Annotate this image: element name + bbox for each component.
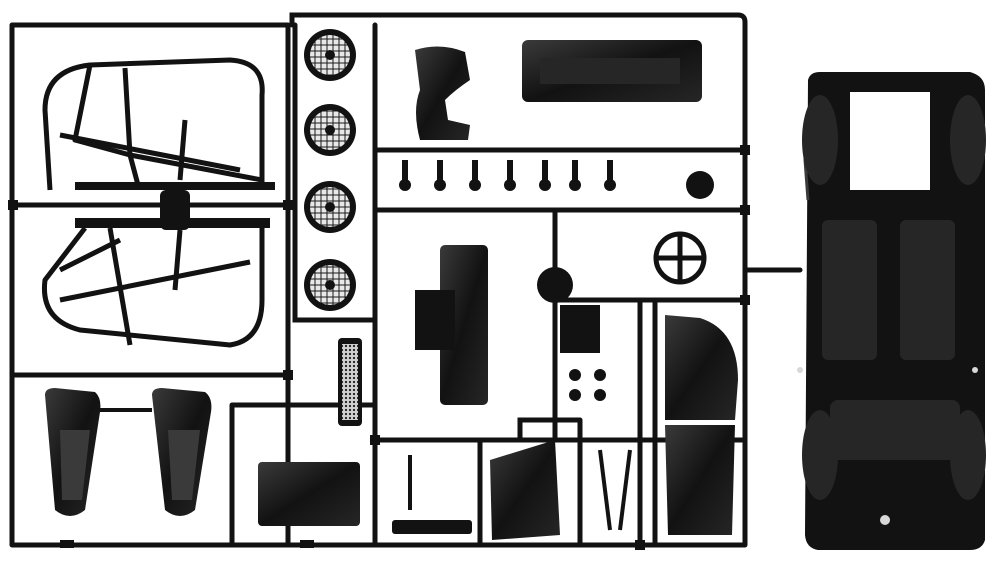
steering-wheel-part	[653, 231, 707, 285]
shifter-parts	[408, 449, 632, 531]
seat-back-part	[560, 305, 600, 353]
wheel-rim-2	[304, 104, 356, 156]
sprue-frame	[9, 12, 803, 548]
roll-cage-hub	[160, 190, 190, 230]
chassis-opening	[850, 92, 930, 190]
chassis-body	[797, 72, 986, 550]
door-panel-upper	[665, 315, 738, 420]
small-parts-row	[399, 160, 714, 199]
sprue-outer-frame	[9, 12, 748, 548]
dashboard-part	[258, 462, 360, 526]
sprue-bottom-runners	[229, 402, 583, 548]
runner-gates	[8, 145, 750, 550]
grille-part	[338, 338, 362, 426]
bumper-part	[415, 46, 470, 140]
knob-part	[537, 267, 573, 303]
engine-block-part	[415, 290, 455, 350]
sprue-left-divider	[9, 202, 291, 378]
hood-part	[490, 440, 560, 540]
wheel-rim-4	[304, 259, 356, 311]
roll-cage-upper	[42, 57, 270, 191]
seat-right	[152, 388, 212, 516]
small-bracket-parts	[569, 369, 606, 401]
fuel-tank-detail	[540, 58, 680, 84]
wheel-rim-1	[304, 29, 356, 81]
sprue-mid-runners	[372, 207, 748, 548]
roll-cage-lower	[41, 219, 265, 348]
wheel-rim-3	[304, 181, 356, 233]
sprue-wheel-column	[292, 22, 748, 323]
radiator-part	[440, 245, 488, 405]
seat-left	[45, 388, 101, 516]
door-panel-lower	[665, 425, 735, 535]
exhaust-part	[392, 520, 472, 534]
roll-cage-upper-base	[75, 182, 275, 190]
